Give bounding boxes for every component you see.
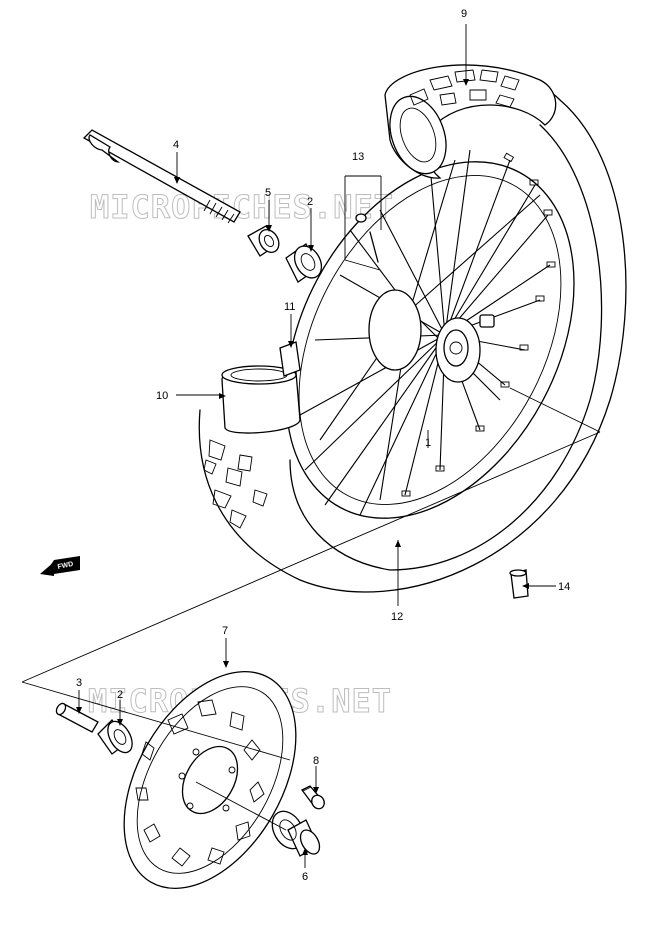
spacer <box>247 225 280 257</box>
disc-bolt <box>301 785 325 810</box>
leader-arrowheads <box>76 79 529 855</box>
part-label-8: 8 <box>313 755 319 767</box>
part-label-6: 6 <box>302 871 308 883</box>
part-label-3: 3 <box>76 677 82 689</box>
part-label-7: 7 <box>222 625 228 637</box>
watermark-top: MICROFICHES.NET <box>90 188 394 226</box>
part-label-9: 9 <box>461 8 467 20</box>
part-label-12: 12 <box>391 611 403 623</box>
bearing-lower <box>97 719 133 755</box>
rim <box>285 161 575 519</box>
part-label-10: 10 <box>156 390 168 402</box>
part-label-4: 4 <box>173 139 179 151</box>
part-label-11: 11 <box>284 301 295 313</box>
axle <box>82 129 241 224</box>
rim-band <box>221 365 301 434</box>
part-label-14: 14 <box>558 581 570 593</box>
part-label-2-lower: 2 <box>117 689 123 701</box>
brake-disc <box>123 671 297 889</box>
spoke-set <box>355 213 379 263</box>
part-label-1: 1 <box>425 437 431 449</box>
inner-tube <box>384 64 557 179</box>
spoke-nipples <box>401 152 556 497</box>
bearing-upper <box>285 243 323 283</box>
part-label-5: 5 <box>265 187 271 199</box>
hub <box>368 289 495 383</box>
part-label-13: 13 <box>352 151 364 163</box>
valve-cap <box>509 569 529 599</box>
forward-arrow-icon: FWD <box>40 556 80 576</box>
fwd-label: FWD <box>57 561 74 571</box>
valve-band <box>279 341 301 377</box>
spacer-lower <box>55 702 99 733</box>
disc-spacer <box>271 810 321 857</box>
part-label-2-upper: 2 <box>307 196 313 208</box>
